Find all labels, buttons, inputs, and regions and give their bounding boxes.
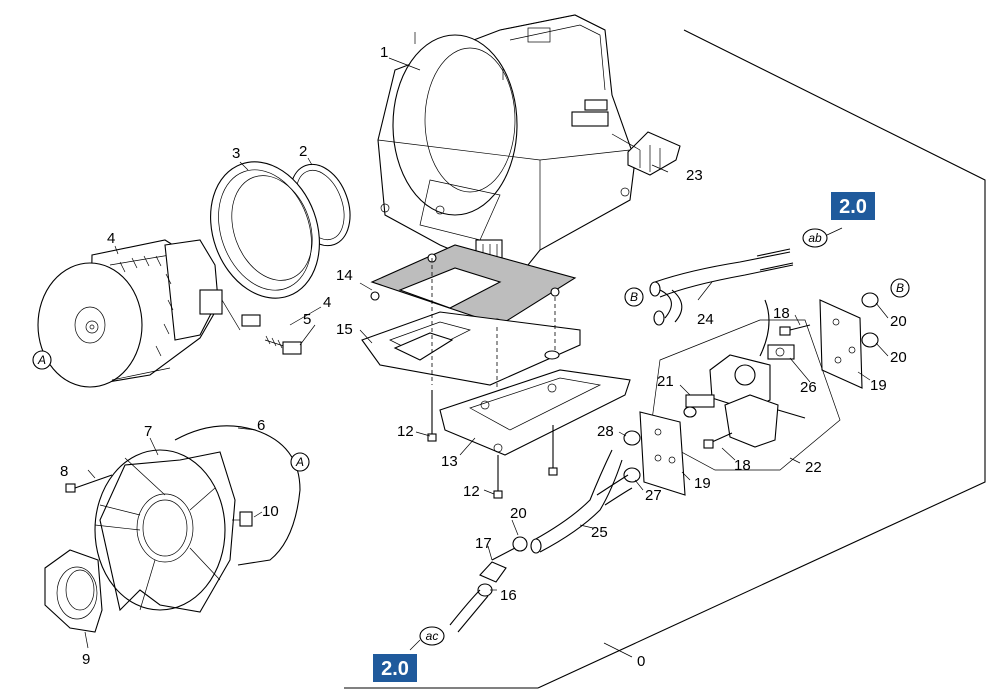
label-part-20-third: 20: [510, 505, 527, 522]
connector-label: B: [896, 281, 904, 295]
label-part-27: 27: [645, 487, 662, 504]
connector-label: B: [630, 290, 638, 304]
label-part-3: 3: [232, 145, 240, 162]
part-16-clamp: [477, 583, 493, 597]
label-part-12: 12: [397, 423, 414, 440]
part-13-base: [439, 369, 631, 456]
part-24-hose: [649, 248, 794, 326]
label-part-20: 20: [890, 313, 907, 330]
connector-a-ring: A: [290, 452, 310, 472]
part-23-connector: [611, 131, 681, 176]
connector-ab: ab: [802, 227, 843, 248]
label-part-7: 7: [144, 423, 152, 440]
part-3-filter: [210, 161, 320, 299]
part-19-bracket-top: [819, 299, 863, 389]
page-ref-label: 2.0: [839, 196, 867, 218]
connector-label: ab: [808, 231, 822, 245]
part-25-hose: [530, 449, 633, 554]
label-part-2: 2: [299, 143, 307, 160]
label-part-20-second: 20: [890, 349, 907, 366]
part-number-labels: 1 2 3 4 4 5 6 7 8 9 10 12 12 13 14 15 16…: [60, 44, 907, 670]
label-part-24: 24: [697, 311, 714, 328]
label-part-16: 16: [500, 587, 517, 604]
connector-ac: ac: [409, 626, 445, 651]
label-part-18-second: 18: [734, 457, 751, 474]
part-17-elbow: [479, 547, 516, 583]
part-18-screws: [703, 324, 811, 449]
part-4-motor: [37, 239, 241, 388]
connector-label: ac: [426, 629, 439, 643]
label-part-1: 1: [380, 44, 388, 61]
part-22-valve: [649, 299, 841, 471]
connector-a-motor: A: [32, 350, 52, 370]
assembly-frame: [344, 29, 986, 689]
label-part-5: 5: [303, 311, 311, 328]
part-7-fan-cover: [94, 449, 248, 613]
label-part-23: 23: [686, 167, 703, 184]
part-8-screw: [65, 474, 113, 493]
part-12-screws: [427, 390, 558, 499]
part-14-gasket: [370, 244, 577, 328]
part-26-fitting: [767, 344, 795, 360]
label-part-25: 25: [591, 524, 608, 541]
page-ref-badge-top[interactable]: 2.0: [831, 192, 875, 220]
label-part-28: 28: [597, 423, 614, 440]
connector-b-hose: B: [624, 287, 644, 307]
label-part-17: 17: [475, 535, 492, 552]
part-20-clamps: [512, 292, 879, 552]
part-27-clamp: [623, 467, 641, 483]
part-21-fitting: [683, 394, 715, 418]
part-28-clamp: [623, 430, 641, 446]
label-part-6: 6: [257, 417, 265, 434]
leader-lines: [84, 57, 889, 649]
connector-b-clamp: B: [890, 278, 910, 298]
page-ref-badge-bottom[interactable]: 2.0: [373, 654, 417, 682]
part-10-clip: [239, 511, 253, 527]
label-part-26: 26: [800, 379, 817, 396]
part-6-wire-ring: [174, 425, 301, 566]
label-part-19: 19: [870, 377, 887, 394]
label-part-10: 10: [262, 503, 279, 520]
connector-label: A: [295, 455, 304, 469]
label-part-19-second: 19: [694, 475, 711, 492]
label-part-4: 4: [107, 230, 115, 247]
label-part-18: 18: [773, 305, 790, 322]
label-part-12-second: 12: [463, 483, 480, 500]
part-1-housing: [377, 14, 636, 276]
label-assembly-0: 0: [637, 653, 645, 670]
label-part-9: 9: [82, 651, 90, 668]
label-part-21: 21: [657, 373, 674, 390]
page-ref-label: 2.0: [381, 658, 409, 680]
hose-ac: [449, 589, 489, 633]
part-19-bracket-bottom: [639, 411, 686, 496]
label-part-14: 14: [336, 267, 353, 284]
label-part-15: 15: [336, 321, 353, 338]
part-15-plate: [361, 258, 581, 390]
label-part-4-second: 4: [323, 294, 331, 311]
label-part-8: 8: [60, 463, 68, 480]
label-part-22: 22: [805, 459, 822, 476]
part-9-flange: [44, 549, 103, 633]
part-5-brushes: [241, 314, 302, 355]
connector-label: A: [37, 353, 46, 367]
label-part-13: 13: [441, 453, 458, 470]
